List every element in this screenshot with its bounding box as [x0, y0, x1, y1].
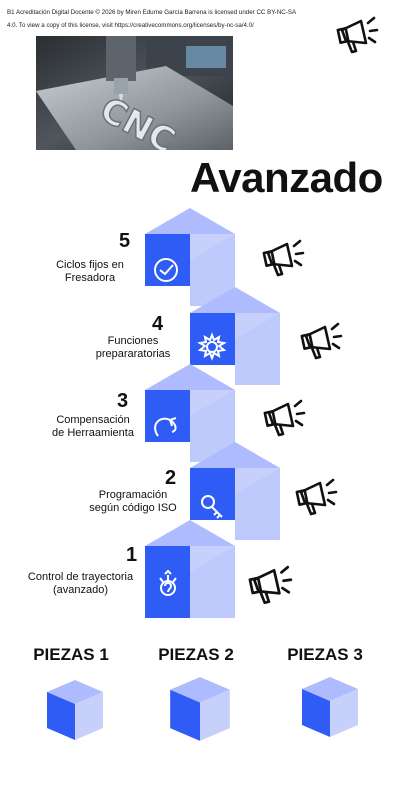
step-2-cube: [190, 442, 280, 540]
piezas-1-cube: [47, 680, 103, 747]
piezas-2-cube: [170, 677, 230, 748]
question-arrows-icon: [159, 569, 177, 596]
step-3-megaphone-icon: [263, 397, 307, 446]
license-notice: B1 Acreditación Digital Docente © 2026 b…: [7, 6, 327, 32]
step-2-megaphone-icon: [295, 476, 339, 525]
step-4-cube: [190, 287, 280, 385]
step-2-number: 2: [165, 467, 177, 489]
megaphone-icon: [336, 14, 380, 63]
step-4-megaphone-icon: [300, 320, 344, 369]
step-5-megaphone-icon: [262, 237, 306, 286]
step-1-label: Control de trayectoria(avanzado): [27, 571, 134, 596]
step-5-number: 5: [119, 230, 131, 252]
step-1-megaphone-icon: [248, 563, 294, 614]
piezas-2-label: PIEZAS 2: [158, 645, 234, 664]
step-3-number: 3: [117, 390, 129, 412]
piezas-1-label: PIEZAS 1: [33, 645, 109, 664]
cnc-machine-photo: CNC: [36, 36, 233, 150]
page-title: Avanzado: [190, 154, 383, 201]
step-4-number: 4: [152, 313, 164, 335]
license-line-1: B1 Acreditación Digital Docente © 2026 b…: [7, 9, 297, 16]
key-icon: [201, 495, 223, 519]
step-3-cube: [145, 364, 235, 462]
piezas-3-cube: [302, 677, 358, 744]
license-line-2: 4.0. To view a copy of this license, vis…: [7, 22, 254, 29]
gear-burst-icon: [197, 332, 227, 361]
curved-arrow-icon: [154, 417, 177, 437]
check-badge-icon: [154, 258, 178, 282]
step-5-cube: [145, 208, 235, 306]
step-1-number: 1: [126, 544, 138, 566]
piezas-3-label: PIEZAS 3: [287, 645, 363, 664]
step-1-cube: [145, 520, 235, 618]
